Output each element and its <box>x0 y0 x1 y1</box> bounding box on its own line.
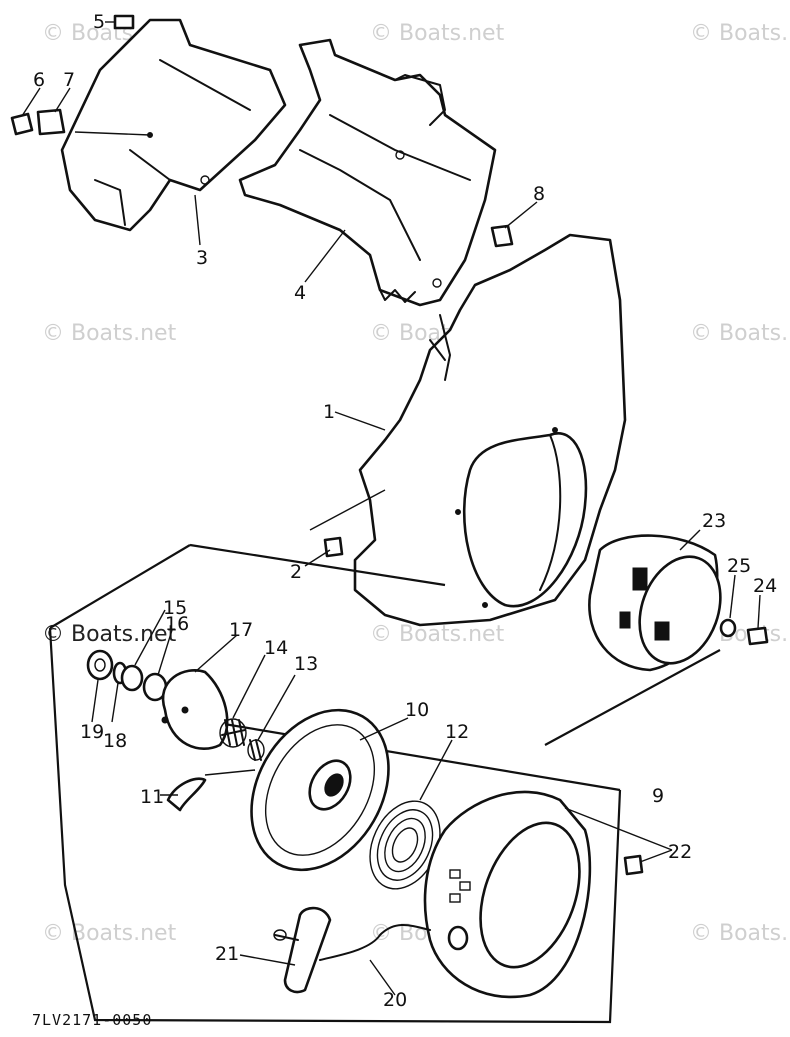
watermark: © Boats.net <box>42 921 177 946</box>
callout-11: 11 <box>140 786 164 808</box>
callout-13: 13 <box>294 653 318 675</box>
callout-12: 12 <box>445 721 469 743</box>
part-4-shroud-upper <box>238 38 497 307</box>
starter-assembly-outline <box>48 543 721 1024</box>
diagram-code: 7LV2171-0050 <box>32 1011 152 1029</box>
callout-7: 7 <box>63 69 75 91</box>
watermark: © Boats.net <box>42 622 177 647</box>
callout-14: 14 <box>264 637 288 659</box>
callout-labels: 5 6 7 3 4 8 1 2 23 25 24 15 16 17 14 13 … <box>32 11 777 1029</box>
leader-lines <box>21 21 761 996</box>
watermark: © Boats.net <box>370 622 505 647</box>
callout-21: 21 <box>215 943 239 965</box>
watermark: © Boats.net <box>690 321 790 346</box>
part-14-13-springs <box>219 718 265 761</box>
callout-2: 2 <box>290 561 302 583</box>
part-10-reel <box>250 708 390 872</box>
part-11-pawl <box>166 777 207 812</box>
callout-4: 4 <box>294 282 306 304</box>
callout-1: 1 <box>323 401 335 423</box>
callout-17: 17 <box>229 619 253 641</box>
callout-25: 25 <box>727 555 751 577</box>
part-3-shroud-left <box>60 18 287 232</box>
callout-3: 3 <box>196 247 208 269</box>
callout-19: 19 <box>80 721 104 743</box>
callout-18: 18 <box>103 730 127 752</box>
callout-8: 8 <box>533 183 545 205</box>
callout-6: 6 <box>33 69 45 91</box>
watermark: © Boats.net <box>42 321 177 346</box>
nut-washer-stack <box>86 649 168 702</box>
watermark: © Boats.net <box>690 21 790 46</box>
callout-9: 9 <box>652 785 664 807</box>
callout-20: 20 <box>383 989 407 1011</box>
watermark: © Boats.net <box>370 21 505 46</box>
callout-16: 16 <box>165 613 189 635</box>
callout-24: 24 <box>753 575 777 597</box>
part-21-20-handle-rope <box>273 906 431 994</box>
part-23-starter-pulley <box>588 534 722 672</box>
callout-22: 22 <box>668 841 692 863</box>
part-1-fan-housing <box>353 233 627 627</box>
small-hardware <box>10 14 769 876</box>
callout-15: 15 <box>163 597 187 619</box>
callout-23: 23 <box>702 510 726 532</box>
callout-10: 10 <box>405 699 429 721</box>
watermark: © Boats.net <box>690 921 790 946</box>
part-9-starter-case <box>423 790 592 999</box>
callout-5: 5 <box>93 11 105 33</box>
part-17-drive-plate <box>161 669 229 750</box>
